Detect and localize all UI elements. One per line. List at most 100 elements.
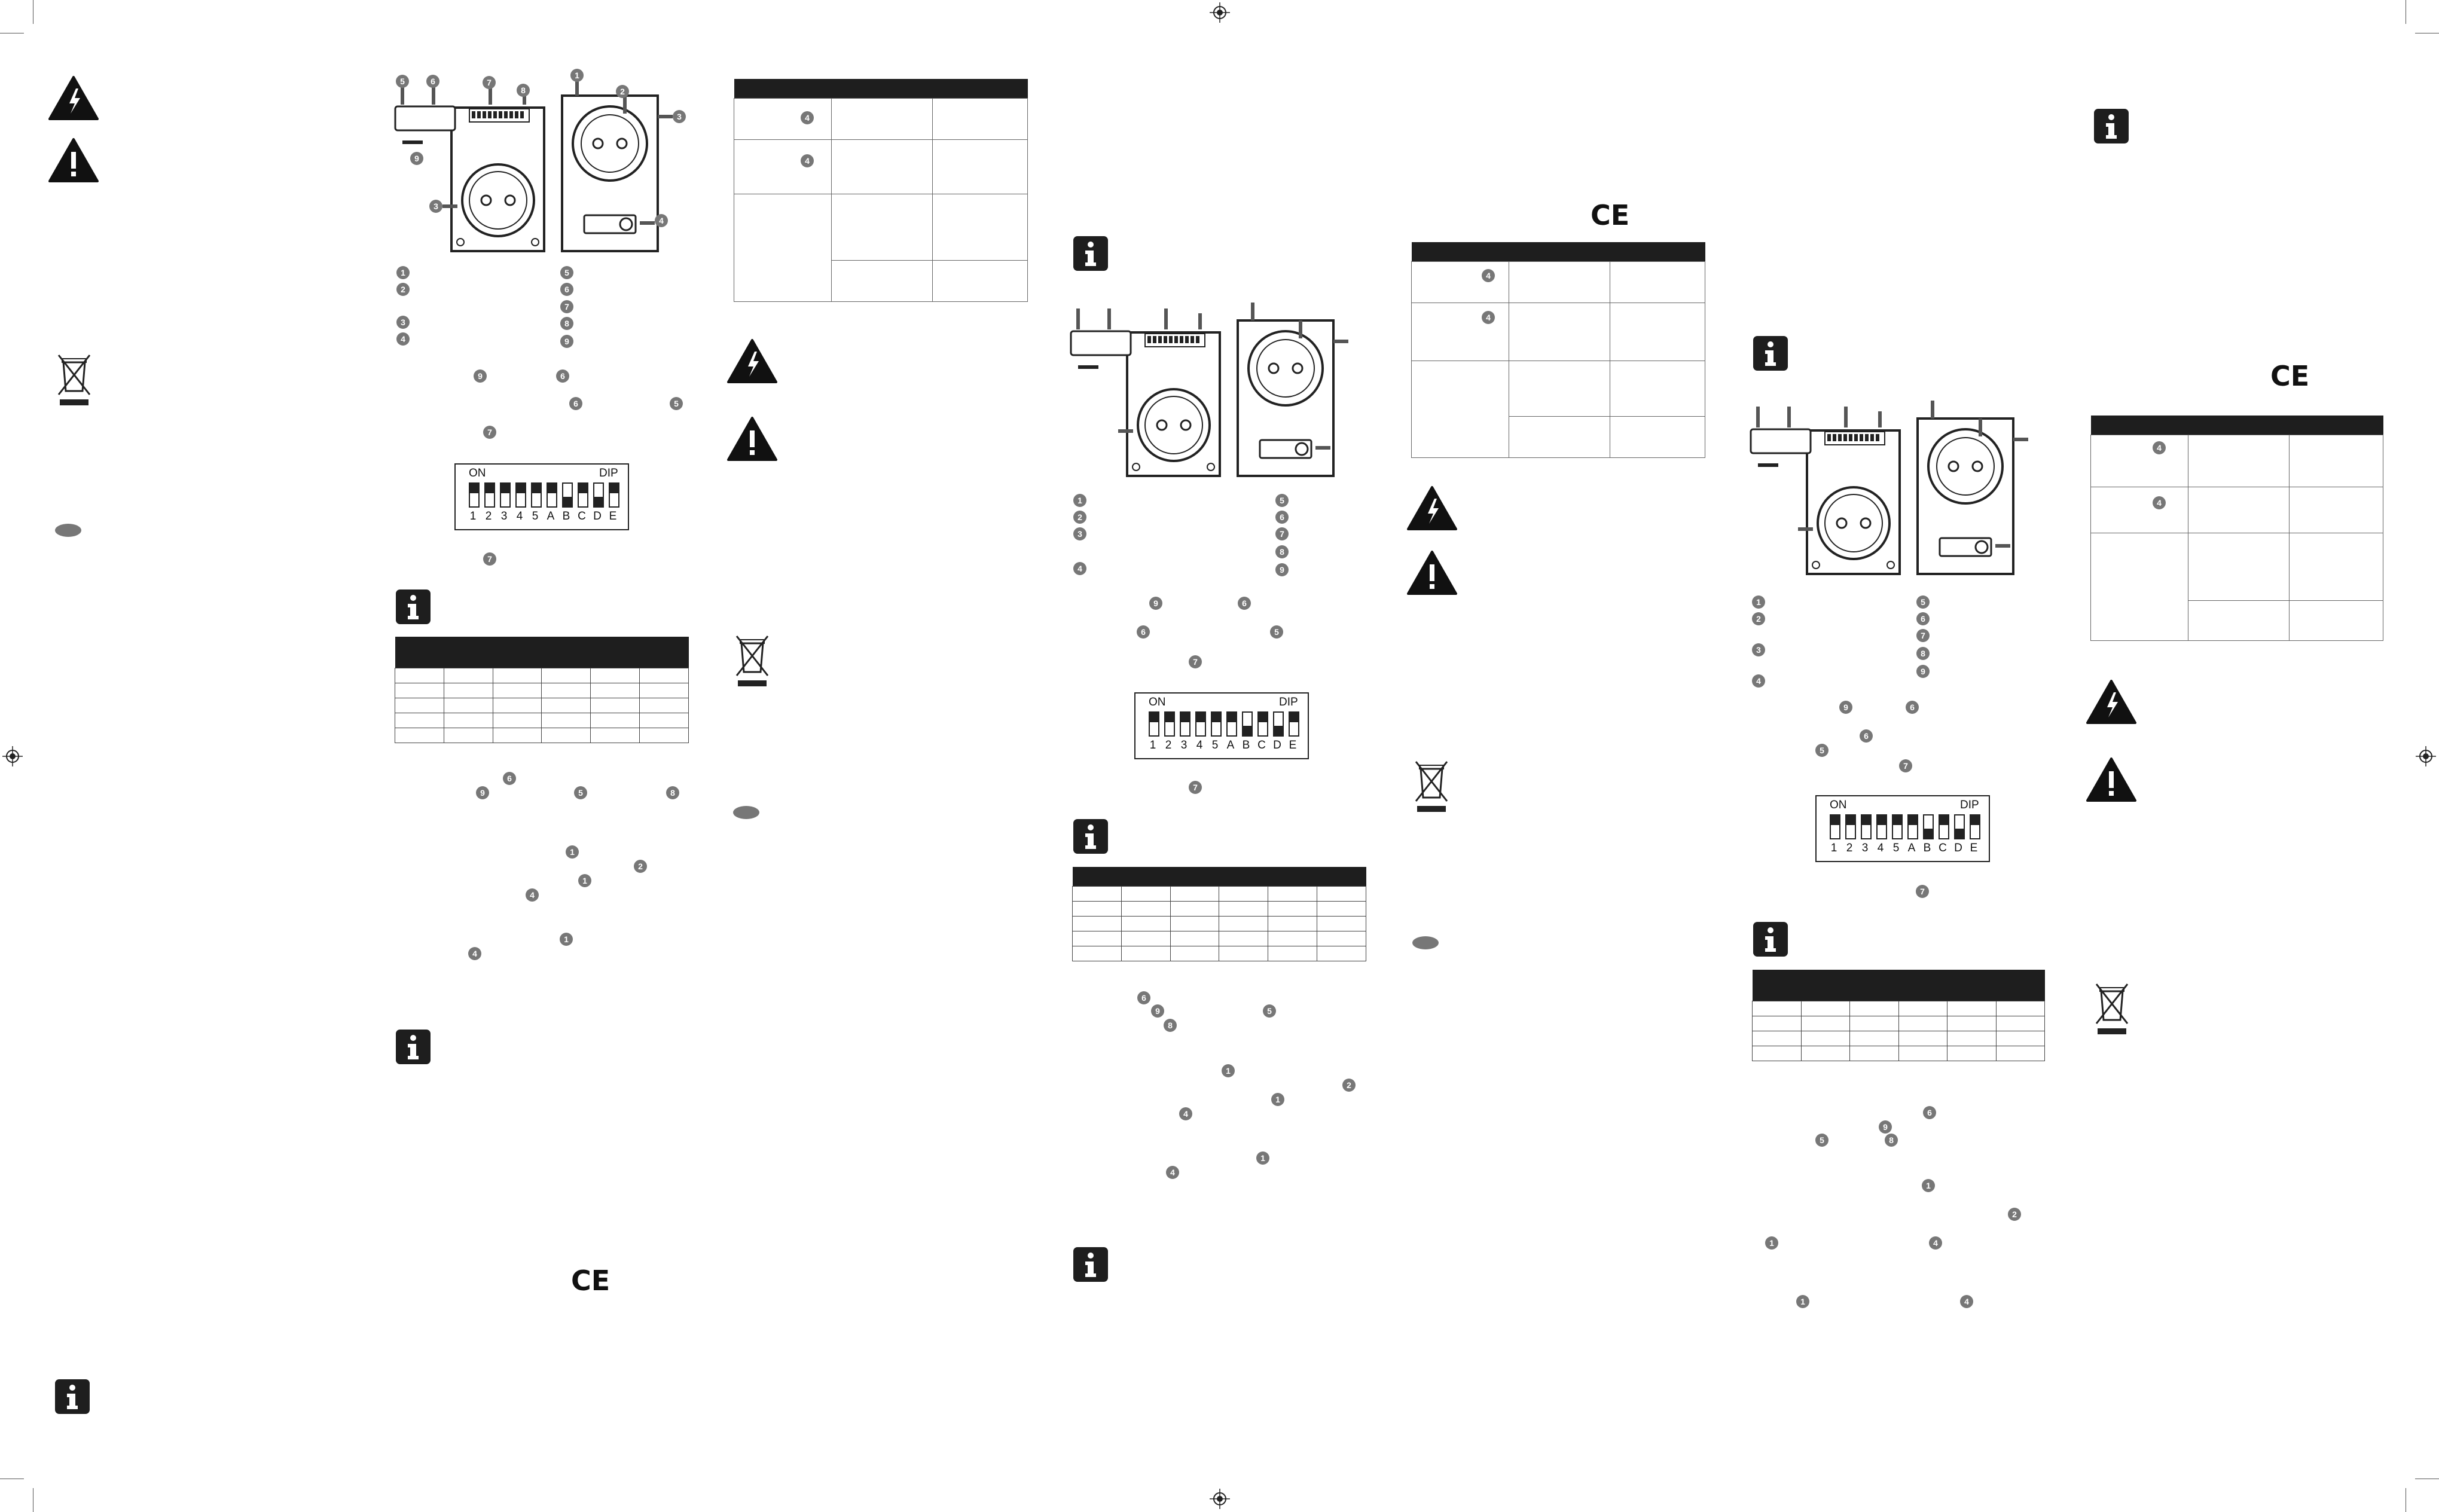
dip-switch-1 bbox=[1830, 814, 1840, 839]
dip-switch-a bbox=[547, 482, 557, 508]
callout-1: 1 bbox=[1765, 1236, 1778, 1250]
callout-4: 4 bbox=[1482, 311, 1495, 324]
legend-3: 3 bbox=[1752, 643, 1765, 656]
legend-4: 4 bbox=[1073, 562, 1086, 575]
callout-9: 9 bbox=[476, 786, 489, 799]
callout-4: 4 bbox=[1929, 1236, 1942, 1250]
dip-label-5: 5 bbox=[1211, 739, 1219, 752]
ce-mark: CE bbox=[571, 1264, 610, 1297]
dip-switch-e bbox=[1970, 814, 1980, 839]
callout-7: 7 bbox=[483, 552, 496, 566]
exclamation-warning-icon bbox=[1406, 550, 1458, 598]
dip-label-d: D bbox=[1954, 842, 1962, 854]
legend-7: 7 bbox=[1916, 629, 1930, 642]
legend-8: 8 bbox=[1275, 545, 1289, 558]
dip-label-4: 4 bbox=[1196, 739, 1203, 752]
dip-label-3: 3 bbox=[1861, 842, 1869, 854]
callout-6: 6 bbox=[1923, 1106, 1936, 1119]
callout-5: 5 bbox=[1270, 625, 1283, 639]
callout-5: 5 bbox=[1815, 744, 1829, 757]
dip-switch-a bbox=[1226, 711, 1237, 737]
dip-switch-4 bbox=[1876, 814, 1887, 839]
callout-9: 9 bbox=[1149, 597, 1162, 610]
info-icon bbox=[395, 1028, 432, 1068]
spec-table bbox=[1411, 242, 1705, 458]
callout-4: 4 bbox=[801, 111, 814, 124]
high-voltage-warning-icon bbox=[48, 75, 99, 124]
callout-7: 7 bbox=[1189, 655, 1202, 668]
registration-mark-top bbox=[1210, 2, 1230, 26]
dip-label-2: 2 bbox=[485, 510, 492, 523]
legend-7: 7 bbox=[560, 300, 573, 313]
dip-label: DIP bbox=[599, 467, 618, 479]
dip-switch-1 bbox=[469, 482, 480, 508]
dip-switch-5 bbox=[1211, 711, 1222, 737]
callout-4: 4 bbox=[655, 214, 668, 227]
dip-switch-2 bbox=[1164, 711, 1175, 737]
dip-label-a: A bbox=[1907, 842, 1916, 854]
callout-9: 9 bbox=[1839, 701, 1852, 714]
exclamation-warning-icon bbox=[726, 416, 778, 465]
callout-1: 1 bbox=[1922, 1179, 1935, 1192]
dip-switch: ON DIP 1 2 3 4 5 A B C D E bbox=[1815, 795, 1990, 862]
dip-label-a: A bbox=[1226, 739, 1235, 752]
callout-4: 4 bbox=[801, 154, 814, 167]
callout-2: 2 bbox=[634, 860, 647, 873]
callout-3: 3 bbox=[673, 110, 686, 123]
legend-6: 6 bbox=[560, 283, 573, 296]
callout-4: 4 bbox=[1179, 1107, 1192, 1120]
info-icon bbox=[1072, 1246, 1109, 1286]
crossed-out-wheelie-bin-icon bbox=[734, 633, 770, 691]
device-illustration bbox=[392, 72, 697, 266]
legend-5: 5 bbox=[1275, 494, 1289, 507]
legend-8: 8 bbox=[560, 317, 573, 330]
legend-3: 3 bbox=[1073, 527, 1086, 540]
callout-6: 6 bbox=[1860, 729, 1873, 743]
exclamation-warning-icon bbox=[2086, 757, 2137, 805]
callout-5: 5 bbox=[396, 75, 409, 88]
exclamation-warning-icon bbox=[48, 138, 99, 186]
ce-mark: CE bbox=[1591, 199, 1630, 231]
language-badge bbox=[733, 806, 759, 819]
dip-switch-2 bbox=[1845, 814, 1856, 839]
language-badge bbox=[55, 524, 81, 537]
callout-7: 7 bbox=[483, 76, 496, 89]
callout-7: 7 bbox=[1899, 759, 1912, 772]
dip-switch-a bbox=[1907, 814, 1918, 839]
dip-label: DIP bbox=[1279, 696, 1298, 708]
dip-label-c: C bbox=[1939, 842, 1947, 854]
callout-7: 7 bbox=[1916, 885, 1929, 898]
legend-6: 6 bbox=[1916, 612, 1930, 625]
dip-switch-d bbox=[593, 482, 604, 508]
dip-label-4: 4 bbox=[516, 510, 523, 523]
callout-2: 2 bbox=[1342, 1079, 1356, 1092]
callout-2: 2 bbox=[616, 85, 629, 98]
ce-mark: CE bbox=[2270, 360, 2310, 392]
language-badge bbox=[1412, 936, 1439, 949]
legend-9: 9 bbox=[1275, 563, 1289, 576]
callout-4: 4 bbox=[2153, 441, 2166, 454]
callout-6: 6 bbox=[556, 369, 569, 383]
callout-5: 5 bbox=[1263, 1004, 1276, 1018]
dip-label-5: 5 bbox=[532, 510, 539, 523]
legend-4: 4 bbox=[1752, 674, 1765, 688]
info-icon bbox=[2093, 108, 2130, 148]
callout-4: 4 bbox=[526, 888, 539, 902]
legend-1: 1 bbox=[1752, 595, 1765, 609]
legend-2: 2 bbox=[396, 283, 410, 296]
callout-6: 6 bbox=[426, 75, 439, 88]
dip-switch-4 bbox=[1195, 711, 1206, 737]
callout-4: 4 bbox=[468, 947, 481, 960]
legend-3: 3 bbox=[396, 316, 410, 329]
legend-2: 2 bbox=[1752, 612, 1765, 625]
code-table bbox=[1072, 867, 1366, 961]
callout-5: 5 bbox=[670, 397, 683, 410]
callout-8: 8 bbox=[1164, 1019, 1177, 1032]
legend-5: 5 bbox=[1916, 595, 1930, 609]
callout-8: 8 bbox=[1885, 1134, 1898, 1147]
high-voltage-warning-icon bbox=[726, 338, 778, 387]
dip-switch-e bbox=[1289, 711, 1299, 737]
dip-on-label: ON bbox=[1830, 799, 1847, 811]
callout-1: 1 bbox=[1222, 1064, 1235, 1077]
legend-9: 9 bbox=[1916, 665, 1930, 678]
